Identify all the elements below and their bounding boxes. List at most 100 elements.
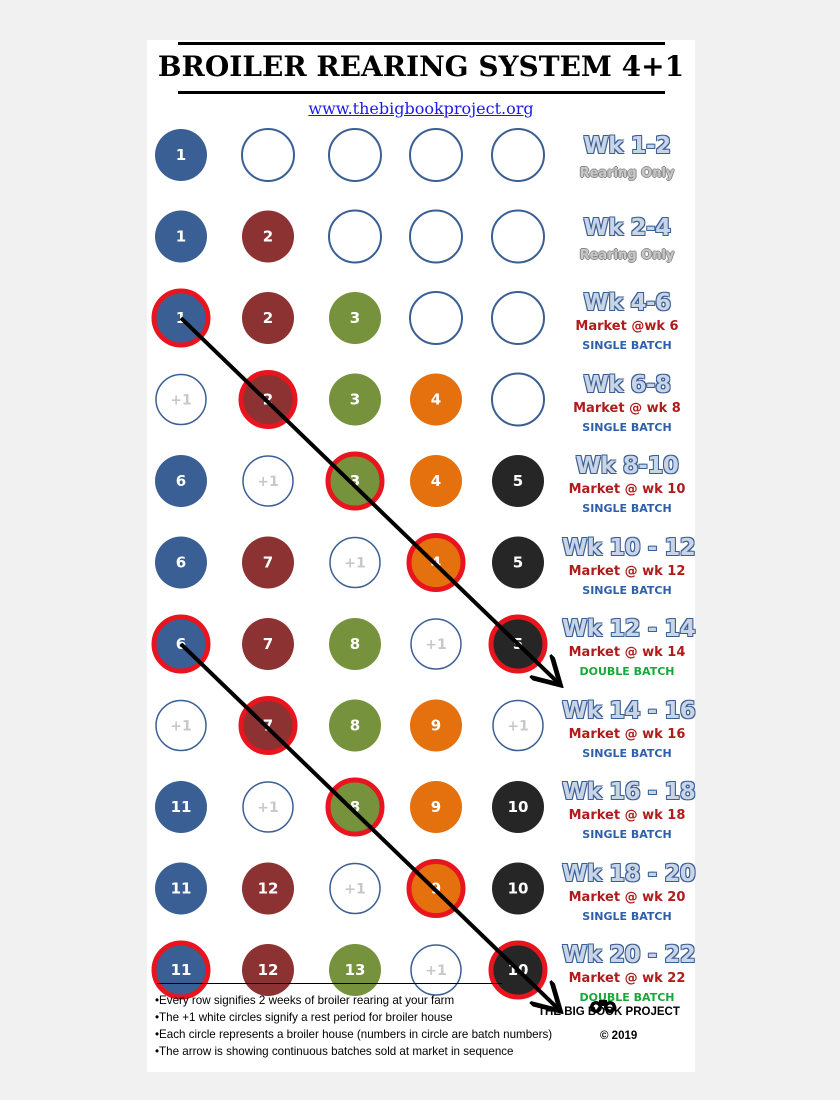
market-sequence-arrow xyxy=(179,316,558,682)
market-week: Market @ wk 22 xyxy=(568,971,686,986)
broiler-house-circle xyxy=(491,128,545,182)
broiler-house-circle: 8 xyxy=(329,699,381,752)
batch-number: 12 xyxy=(258,961,279,979)
broiler-house-circle xyxy=(328,128,382,182)
batch-number: 10 xyxy=(508,798,529,816)
occupied-house xyxy=(329,292,381,344)
market-week: Market @ wk 14 xyxy=(568,645,686,660)
batch-type: SINGLE BATCH xyxy=(582,909,672,923)
rest-label: +1 xyxy=(507,719,528,735)
rest-period-house xyxy=(242,781,294,833)
title-rule-bottom xyxy=(178,91,665,94)
occupied-house xyxy=(242,862,294,915)
empty-house xyxy=(491,372,545,427)
broiler-house-circle xyxy=(491,291,545,345)
broiler-house-circle: 4 xyxy=(410,455,462,507)
week-period: Wk 1-2 xyxy=(583,133,671,159)
broiler-house-circle xyxy=(409,128,463,182)
occupied-house xyxy=(329,699,381,752)
notes-divider xyxy=(157,983,502,984)
batch-number: 1 xyxy=(176,146,186,164)
rest-label: +1 xyxy=(257,800,278,816)
occupied-house xyxy=(492,455,544,507)
occupied-house xyxy=(410,373,462,426)
rest-label: +1 xyxy=(425,963,446,979)
broiler-house-circle: 9 xyxy=(410,781,462,833)
occupied-house xyxy=(155,210,207,263)
batch-type: SINGLE BATCH xyxy=(582,583,672,597)
batch-number: 8 xyxy=(350,635,360,653)
broiler-house-circle: 1 xyxy=(155,210,207,263)
market-sequence-arrow xyxy=(179,642,558,1008)
occupied-house xyxy=(329,618,381,670)
arrow-layer xyxy=(179,316,558,1008)
broiler-house-circle: 5 xyxy=(492,455,544,507)
rearing-only-label: Rearing Only xyxy=(579,247,675,263)
broiler-house-circle: 11 xyxy=(151,940,211,1000)
batch-number: 3 xyxy=(350,391,360,409)
broiler-house-circle: 2 xyxy=(242,210,294,263)
broiler-house-circle xyxy=(241,128,295,182)
market-week: Market @wk 6 xyxy=(575,319,679,334)
rest-label: +1 xyxy=(425,637,446,653)
week-period: Wk 18 - 20 xyxy=(562,860,696,887)
occupied-house xyxy=(410,455,462,507)
batch-number: 7 xyxy=(263,554,273,572)
batch-type: DOUBLE BATCH xyxy=(579,991,675,1004)
batch-number: 11 xyxy=(171,798,192,816)
empty-house xyxy=(491,291,545,345)
occupied-house xyxy=(155,781,207,833)
batch-number: 2 xyxy=(263,228,273,246)
note-item: •The arrow is showing continuous batches… xyxy=(155,1045,514,1058)
broiler-house-circle: 8 xyxy=(329,618,381,670)
batch-number: 7 xyxy=(263,635,273,653)
occupied-house xyxy=(329,373,381,426)
week-period: Wk 6-8 xyxy=(583,371,671,398)
broiler-house-circle: 10 xyxy=(492,781,544,833)
occupied-house xyxy=(155,536,207,589)
broiler-house-circle: 6 xyxy=(155,536,207,589)
occupied-house xyxy=(242,292,294,344)
rest-label: +1 xyxy=(257,474,278,490)
batch-number: 8 xyxy=(350,798,360,816)
broiler-house-circle xyxy=(491,372,545,427)
broiler-house-circle: 3 xyxy=(329,292,381,344)
rest-period-house xyxy=(155,373,207,426)
market-week: Market @ wk 18 xyxy=(568,808,686,823)
broiler-house-circle: 5 xyxy=(492,536,544,589)
market-week: Market @ wk 20 xyxy=(568,889,686,905)
batch-type: DOUBLE BATCH xyxy=(579,665,675,678)
broiler-house-circle: 10 xyxy=(492,862,544,915)
occupied-house xyxy=(410,699,462,752)
broiler-house-circle: +1 xyxy=(410,944,462,996)
batch-type: SINGLE BATCH xyxy=(582,339,672,352)
broiler-house-circle: +1 xyxy=(329,536,381,589)
broiler-house-circle: 11 xyxy=(155,781,207,833)
batch-number: 2 xyxy=(263,309,273,327)
rest-period-house xyxy=(410,618,462,670)
batch-number: 3 xyxy=(350,309,360,327)
batch-number: 13 xyxy=(345,961,366,979)
batch-number: 9 xyxy=(431,717,441,735)
broiler-house-circle: 8 xyxy=(325,777,385,837)
rest-period-house xyxy=(329,536,381,589)
website-link[interactable]: www.thebigbookproject.org xyxy=(308,99,534,118)
broiler-house-circle: +1 xyxy=(242,781,294,833)
rearing-only-label: Rearing Only xyxy=(579,166,675,181)
batch-number: 10 xyxy=(508,880,529,898)
empty-house xyxy=(409,209,463,264)
week-period: Wk 16 - 18 xyxy=(562,779,696,805)
broiler-house-circle: +1 xyxy=(155,699,207,752)
note-item: •The +1 white circles signify a rest per… xyxy=(155,1011,453,1024)
market-house xyxy=(325,777,385,837)
week-period: Wk 4-6 xyxy=(583,290,671,316)
broiler-house-circle: 3 xyxy=(329,373,381,426)
notes-list: •Every row signifies 2 weeks of broiler … xyxy=(155,992,575,1060)
batch-number: 1 xyxy=(176,228,186,246)
brand-name: THE BIG BOOK PROJECT xyxy=(538,1006,680,1018)
occupied-house xyxy=(242,536,294,589)
batch-number: 11 xyxy=(171,961,192,979)
empty-house xyxy=(409,128,463,182)
market-week: Market @ wk 8 xyxy=(573,400,681,416)
